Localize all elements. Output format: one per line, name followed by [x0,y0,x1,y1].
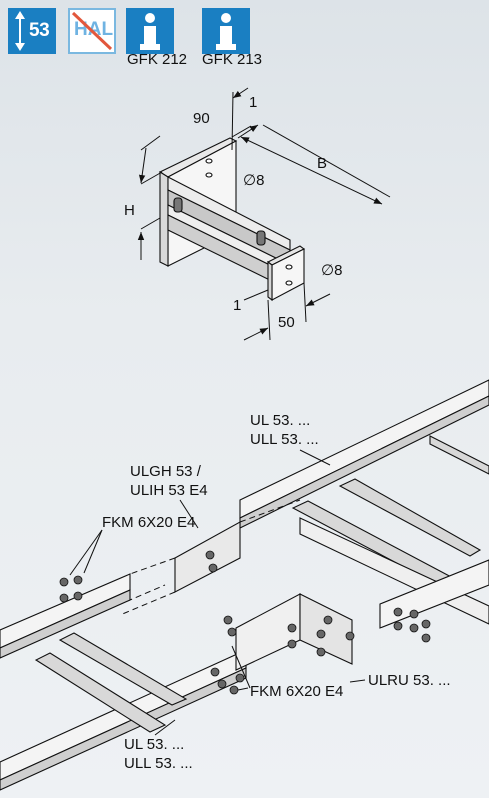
info-icon [216,13,236,50]
rail-label-bottom-1: UL 53. ... [124,736,184,753]
dim-base-label: 50 [278,314,295,331]
dim-length-label: B [317,155,327,172]
size-label: 53 [29,20,50,41]
ladder-assembly [0,379,489,791]
corner-bracket-label: ULRU 53. ... [368,672,451,689]
hole-diameter-label-2: ∅8 [321,262,342,279]
info-icon [140,13,160,50]
code-gfk213: GFK 213 [202,51,263,68]
splice-label-2: ULIH 53 E4 [130,482,208,499]
info-badge-gfk212 [126,8,174,54]
hidden-edges [119,499,301,616]
rail-label-top-1: UL 53. ... [250,412,310,429]
info-badge-gfk213 [202,8,250,54]
size-53-badge: 53 [8,8,56,54]
bracket-detail [158,137,306,302]
fasteners [59,550,431,695]
hole-diameter-label-1: ∅8 [243,172,264,189]
dim-width-label: 90 [193,110,210,127]
crossed-out-icon [71,11,113,51]
dim-thickness-label: 1 [249,94,257,111]
splice-label-1: ULGH 53 / [130,463,202,480]
dimension-lines [137,87,391,341]
bolt-label-left: FKM 6X20 E4 [102,514,195,531]
dim-thickness2-label: 1 [233,297,241,314]
halogen-free-badge: HAL [68,8,116,54]
rail-label-bottom-2: ULL 53. ... [124,755,193,772]
bolt-label-right: FKM 6X20 E4 [250,683,343,700]
code-gfk212: GFK 212 [127,51,188,68]
height-arrow-icon [15,11,25,51]
dim-height-label: H [124,202,135,219]
leader-lines [69,449,366,736]
rail-label-top-2: ULL 53. ... [250,431,319,448]
